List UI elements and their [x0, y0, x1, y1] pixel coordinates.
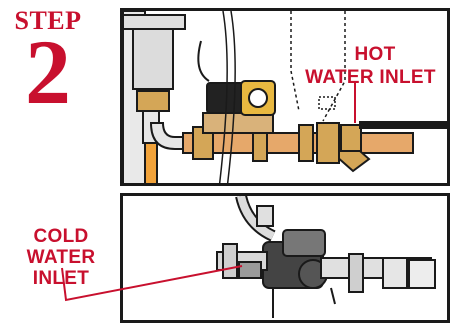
- cold-label-line1: COLD: [2, 226, 120, 247]
- hot-supply-line: [359, 121, 450, 129]
- cold-inlet-illustration: [120, 193, 450, 323]
- drain-top: [123, 15, 185, 29]
- hot-inlet-drawing: [123, 11, 450, 186]
- brass-fitting: [137, 91, 169, 111]
- cold-label-line2: WATER INLET: [2, 247, 120, 289]
- hot-inlet-illustration: [120, 8, 450, 186]
- orange-pipe: [145, 143, 157, 186]
- cold-solenoid: [283, 230, 325, 256]
- cold-inlet-drawing: [123, 196, 450, 323]
- fitting-3: [299, 125, 313, 161]
- hot-label-line1: HOT: [340, 44, 410, 65]
- hot-label-line2: WATER INLET: [303, 67, 438, 88]
- step-number: 2: [8, 26, 88, 118]
- drain-pipe: [133, 29, 173, 89]
